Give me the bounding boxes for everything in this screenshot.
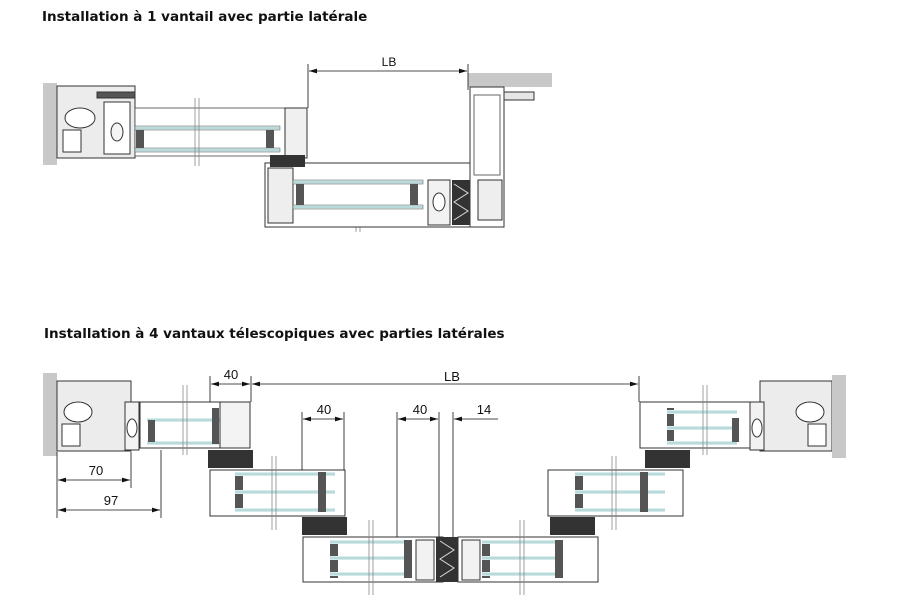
sliding-leaf-3 <box>457 517 599 583</box>
fixed-glazing-left <box>139 401 251 449</box>
fixed-frame-left <box>56 85 136 159</box>
wall-left <box>43 83 57 165</box>
diagram-title-single-leaf: Installation à 1 vantail avec partie lat… <box>42 9 368 25</box>
fixed-frame-left-2 <box>56 380 140 452</box>
wall-left-2 <box>43 373 57 456</box>
fixed-glazing <box>134 107 308 159</box>
dimension-lines-2 <box>56 376 640 537</box>
fixed-glazing-right <box>639 401 761 449</box>
post-right <box>468 73 552 228</box>
dimension-label: LB <box>444 369 460 384</box>
sliding-leaf-2 <box>302 517 458 583</box>
dimension-label: 14 <box>477 402 491 417</box>
diagram-title-telescopic: Installation à 4 vantaux télescopiques a… <box>44 326 505 342</box>
dimension-lb-1 <box>307 64 469 108</box>
dimension-label: LB <box>382 55 397 69</box>
sliding-leaf-4 <box>547 450 690 517</box>
wall-right-2 <box>832 375 846 458</box>
dimension-label: 40 <box>224 367 238 382</box>
dimension-label: 40 <box>317 402 331 417</box>
dimension-label: 70 <box>89 463 103 478</box>
diagram-single-leaf: LB <box>43 55 552 232</box>
diagram-telescopic: 40 LB 40 40 14 70 97 <box>43 367 846 595</box>
dimension-label: 97 <box>104 493 118 508</box>
fixed-frame-right-2 <box>749 380 833 452</box>
sliding-leaf <box>264 155 472 228</box>
dimension-label: 40 <box>413 402 427 417</box>
sliding-leaf-1 <box>208 450 346 517</box>
